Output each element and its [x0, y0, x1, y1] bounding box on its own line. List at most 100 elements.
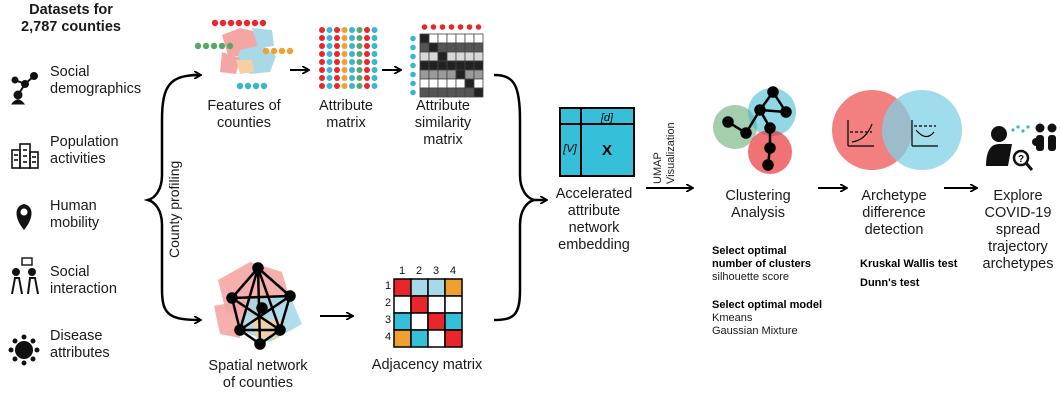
- explore-line1: Explore: [993, 188, 1043, 204]
- matrix-x-label: X: [602, 142, 612, 159]
- people-talking-icon: [11, 257, 39, 295]
- matrix-d-label: [d]: [600, 112, 614, 124]
- attribute-dot: [349, 51, 355, 57]
- embedding-line4: embedding: [558, 237, 630, 253]
- adjacency-cell: [427, 329, 446, 348]
- similarity-cell: [464, 33, 475, 44]
- similarity-top-dot: [475, 24, 482, 30]
- explore-line2: COVID-19: [984, 205, 1052, 221]
- adj-row-3: 3: [385, 314, 391, 326]
- adjacency-cell: [444, 295, 463, 314]
- attribute-dot: [326, 35, 333, 41]
- model-kmeans: Kmeans: [712, 312, 753, 324]
- explore-line4: trajectory: [988, 239, 1048, 255]
- embedding-line2: attribute: [567, 203, 621, 219]
- spatial-line2: of counties: [222, 375, 294, 391]
- attribute-dot: [371, 59, 378, 65]
- similarity-cell: [437, 87, 448, 98]
- attribute-dot: [319, 75, 325, 81]
- similarity-side-dot: [410, 71, 416, 78]
- similarity-cell: [455, 42, 466, 53]
- archetype-label: Archetype difference detection: [844, 188, 944, 239]
- attribute-dot: [371, 75, 378, 81]
- merge-brace: [493, 73, 539, 322]
- dataset-label-line2: mobility: [50, 215, 100, 231]
- similarity-cell: [464, 60, 475, 71]
- similarity-cell: [446, 42, 457, 53]
- embedding-line3: network: [568, 220, 620, 236]
- dataset-population-activities: Population activities: [50, 134, 119, 168]
- similarity-cell: [419, 60, 430, 71]
- adjacency-cell: [427, 278, 446, 297]
- county-profiling-brace: [143, 73, 200, 320]
- similarity-top-dot: [421, 24, 428, 30]
- dataset-label-line2: demographics: [50, 81, 142, 97]
- features-of-counties-label: Features of counties: [196, 98, 292, 132]
- attribute-dot: [319, 43, 325, 49]
- similarity-cell: [473, 87, 484, 98]
- model-gaussian: Gaussian Mixture: [712, 325, 798, 337]
- archetype-line2: difference: [862, 205, 926, 221]
- adj-row-1: 1: [385, 280, 391, 292]
- attribute-dot: [364, 75, 370, 81]
- archetype-tests: Kruskal Wallis test Dunn's test: [860, 258, 970, 290]
- adjacency-cell: [393, 329, 412, 348]
- people-network-icon: [10, 72, 38, 105]
- features-line2: counties: [216, 115, 271, 131]
- attribute-dot: [334, 67, 340, 73]
- similarity-cell: [428, 51, 439, 62]
- virus-icon: [8, 334, 40, 366]
- attribute-dot: [364, 83, 370, 89]
- similarity-top-dot: [430, 24, 437, 30]
- county-profiling-label: County profiling: [166, 160, 182, 258]
- matrix-v-label: [V]: [562, 143, 577, 155]
- similarity-cell: [455, 60, 466, 71]
- similarity-side-dot: [410, 35, 416, 42]
- attribute-dot: [326, 67, 333, 73]
- buildings-icon: [11, 143, 39, 169]
- adjacency-cell: [444, 278, 463, 297]
- attribute-dot: [326, 27, 333, 33]
- clustering-label: Clustering Analysis: [712, 188, 804, 222]
- attribute-matrix-line2: matrix: [326, 115, 366, 131]
- adjacency-col-headers: 1 2 3 4: [399, 265, 456, 277]
- adjacency-matrix-grid: [393, 278, 463, 348]
- adjacency-cell: [444, 312, 463, 331]
- similarity-cell: [446, 69, 457, 80]
- attribute-dot: [341, 35, 348, 41]
- attribute-dot: [364, 59, 370, 65]
- svg-text:?: ?: [1018, 154, 1024, 165]
- attribute-dot: [364, 35, 370, 41]
- similarity-side-dot: [410, 44, 416, 51]
- dataset-label-line1: Social: [50, 264, 90, 280]
- attribute-dot: [341, 83, 348, 89]
- attribute-dot: [334, 75, 340, 81]
- attribute-matrix-line1: Attribute: [319, 98, 373, 114]
- adjacency-cell: [427, 312, 446, 331]
- attribute-dot: [334, 27, 340, 33]
- attribute-dot: [341, 43, 348, 49]
- adj-col-1: 1: [399, 265, 405, 277]
- archetype-line1: Archetype: [861, 188, 927, 204]
- dataset-label-line2: attributes: [50, 345, 110, 361]
- similarity-top-dot: [466, 24, 473, 30]
- similarity-cell: [455, 78, 466, 89]
- kruskal-wallis-test: Kruskal Wallis test: [860, 258, 958, 270]
- attribute-dot: [341, 51, 348, 57]
- attribute-dot: [334, 43, 340, 49]
- dataset-social-demographics: Social demographics: [50, 64, 141, 98]
- attribute-dot: [364, 27, 370, 33]
- datasets-title: Datasets for 2,787 counties: [6, 2, 136, 36]
- dataset-label-line2: interaction: [50, 281, 117, 297]
- spatial-line1: Spatial network: [208, 358, 308, 374]
- embedding-line1: Accelerated: [555, 186, 633, 202]
- attribute-dot: [319, 27, 325, 33]
- opt-clusters-line2: number of clusters: [712, 258, 812, 270]
- attribute-dot: [371, 35, 378, 41]
- adj-col-3: 3: [433, 265, 439, 277]
- attribute-dot: [319, 59, 325, 65]
- attribute-dot: [334, 35, 340, 41]
- attribute-matrix-label: Attribute matrix: [306, 98, 386, 132]
- similarity-cell: [419, 51, 430, 62]
- similarity-cell: [437, 60, 448, 71]
